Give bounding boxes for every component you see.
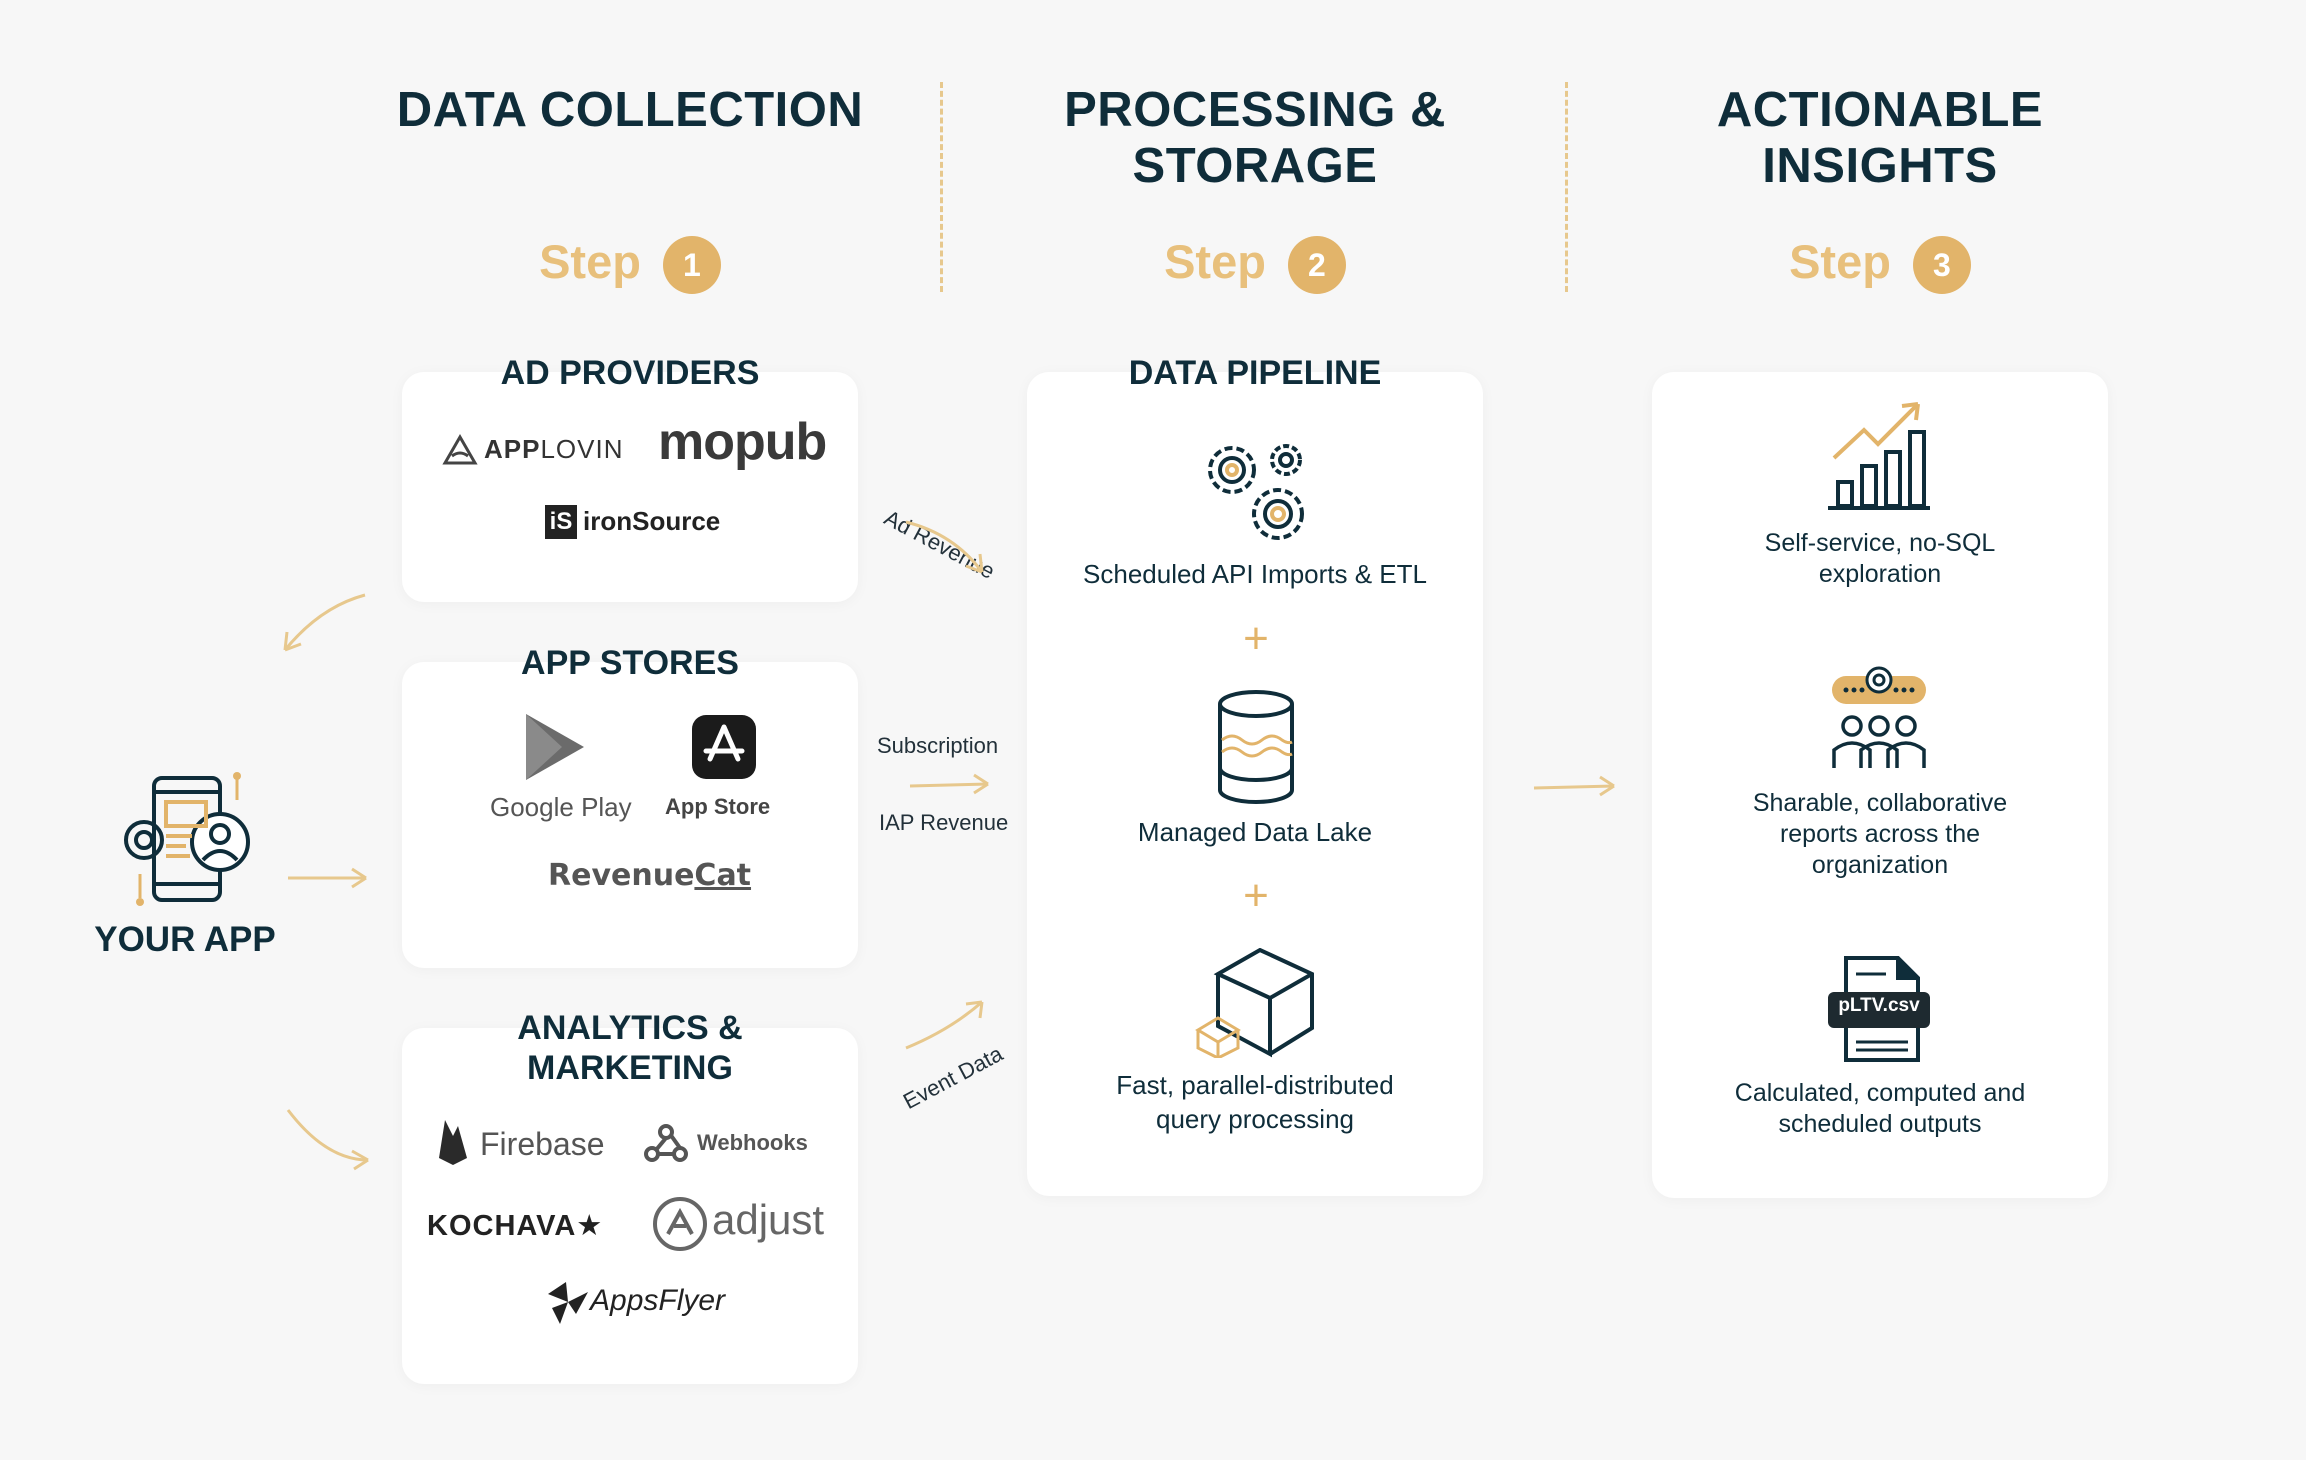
csv-file-label: pLTV.csv: [1838, 995, 1920, 1016]
flow-label-subscription: Subscription: [877, 733, 999, 758]
adjust-logo: adjust: [712, 1196, 825, 1243]
ad-providers-title: AD PROVIDERS: [500, 354, 760, 392]
revenuecat-logo: RevenueCat: [548, 858, 751, 893]
appsflyer-icon: [548, 1282, 588, 1324]
revenuecat-logo-part: Revenue: [548, 858, 695, 893]
appsflyer-logo: AppsFlyer: [590, 1284, 726, 1317]
column-divider: [940, 82, 943, 292]
pipeline-caption-etl: Scheduled API Imports & ETL: [1083, 559, 1427, 589]
insight-caption-exploration: Self-service, no-SQL exploration: [1680, 528, 2080, 590]
caption-line: Sharable, collaborative: [1752, 789, 2008, 817]
cube-icon: [1195, 948, 1314, 1058]
app-stores-title: APP STORES: [521, 644, 739, 682]
applovin-logo: APPLOVIN: [484, 434, 624, 465]
applovin-logo-part: LOVIN: [540, 434, 624, 464]
column-title-line: INSIGHTS: [1762, 139, 1998, 193]
mobile-app-user-icon: [124, 772, 250, 906]
step-1: Step 1: [480, 228, 780, 294]
ad-providers-card: [402, 372, 858, 602]
ironsource-logo-icon: iS: [545, 505, 577, 539]
firebase-icon: [439, 1120, 467, 1165]
analytics-title-line: MARKETING: [527, 1049, 733, 1087]
kochava-logo: KOCHAVA★: [427, 1210, 604, 1242]
column-title-processing: PROCESSING & STORAGE: [955, 82, 1555, 194]
step-label: Step: [1164, 234, 1266, 288]
plus-icon: +: [1243, 614, 1269, 663]
google-play-icon: [526, 714, 584, 780]
analytics-title: ANALYTICS & MARKETING: [330, 1008, 930, 1088]
step-number-badge: 3: [1912, 236, 1971, 294]
data-pipeline-title: DATA PIPELINE: [1128, 354, 1382, 392]
firebase-logo: Firebase: [480, 1126, 605, 1162]
plus-icon: +: [1243, 871, 1269, 920]
webhooks-logo: Webhooks: [697, 1130, 808, 1155]
column-title-data-collection: DATA COLLECTION: [330, 82, 930, 138]
insight-caption-reports: Sharable, collaborative reports across t…: [1680, 788, 2080, 881]
caption-line: scheduled outputs: [1778, 1110, 1982, 1138]
caption-line: Fast, parallel-distributed: [1116, 1070, 1394, 1100]
adjust-icon: [653, 1197, 707, 1251]
team-icon: [1832, 666, 1926, 768]
flow-arrows-middle: [905, 520, 989, 1050]
flow-label-iap-revenue: IAP Revenue: [879, 810, 1009, 835]
webhooks-icon: [644, 1124, 688, 1162]
caption-line: Calculated, computed and: [1734, 1079, 2026, 1107]
caption-line: query processing: [1156, 1104, 1354, 1134]
your-app-label: YOUR APP: [94, 920, 276, 959]
step-number-badge: 2: [1287, 236, 1346, 294]
gears-icon: [1208, 444, 1304, 540]
ironsource-logo: ironSource: [583, 506, 721, 536]
insight-caption-outputs: Calculated, computed and scheduled outpu…: [1680, 1078, 2080, 1140]
flow-arrows-left: [283, 593, 369, 1171]
column-divider: [1565, 82, 1568, 292]
caption-line: Self-service, no-SQL: [1764, 529, 1996, 557]
column-title-insights: ACTIONABLE INSIGHTS: [1580, 82, 2180, 194]
step-label: Step: [539, 234, 641, 288]
csv-file-icon: [1828, 956, 1930, 1062]
google-play-label: Google Play: [490, 792, 632, 822]
step-label: Step: [1789, 234, 1891, 288]
applovin-logo-part: APP: [484, 434, 541, 464]
database-icon: [1218, 690, 1294, 804]
caption-line: reports across the: [1779, 820, 1981, 848]
step-number-badge: 1: [662, 236, 721, 294]
column-title-line: STORAGE: [1132, 139, 1378, 193]
flow-arrow-right: [1533, 775, 1615, 797]
app-store-icon: [692, 715, 756, 779]
app-stores-card: [402, 662, 858, 968]
column-title-line: PROCESSING &: [1064, 83, 1446, 137]
analytics-card: [402, 1028, 858, 1384]
caption-line: exploration: [1818, 560, 1942, 588]
column-title-line: DATA COLLECTION: [396, 83, 864, 137]
mopub-logo: mopub: [658, 413, 827, 471]
step-2: Step 2: [1105, 228, 1405, 294]
pipeline-caption-data-lake: Managed Data Lake: [1137, 817, 1373, 847]
column-title-line: ACTIONABLE: [1716, 83, 2044, 137]
applovin-logo-icon: [442, 434, 478, 465]
caption-line: organization: [1811, 851, 1949, 879]
app-store-label: App Store: [665, 794, 771, 819]
revenuecat-logo-part: Cat: [694, 858, 752, 893]
step-3: Step 3: [1730, 228, 2030, 294]
pipeline-caption-query: Fast, parallel-distributed query process…: [1055, 1070, 1455, 1135]
bar-chart-icon: [1828, 402, 1930, 510]
analytics-title-line: ANALYTICS &: [517, 1009, 743, 1047]
